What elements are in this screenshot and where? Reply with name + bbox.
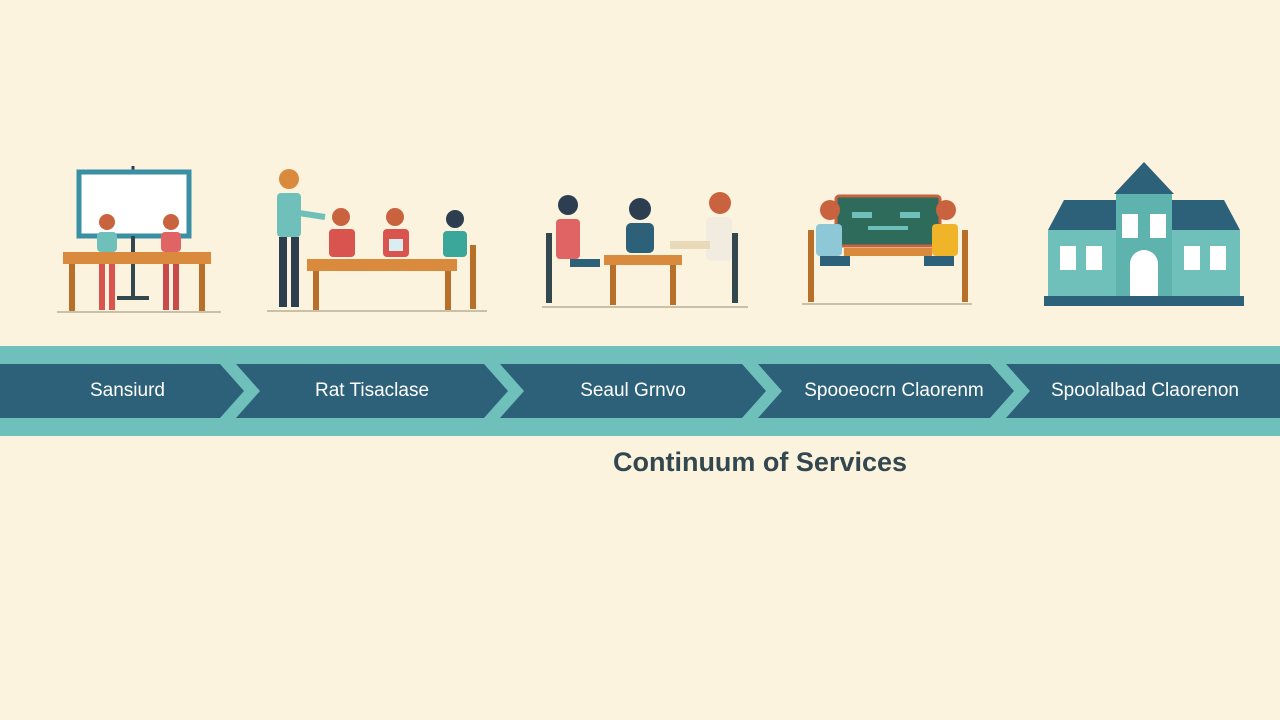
school-building-illustration (1044, 162, 1244, 306)
continuum-arrow-band (0, 346, 1280, 436)
step-label-5: Spoolalbad Claorenon (1050, 380, 1240, 401)
arrow-step-4 (758, 364, 1014, 418)
arrow-step-5 (1006, 364, 1280, 418)
step-label-1: Sansiurd (90, 380, 165, 401)
step-label-4: Spooeocrn Claorenm (804, 380, 984, 401)
step-label-3: Seaul Grnvo (580, 380, 686, 401)
resource-room-screen-illustration (802, 194, 972, 305)
scene-strip (0, 0, 1280, 340)
arrow-step-1 (0, 364, 244, 418)
step-label-2: Rat Tisaclase (314, 380, 430, 401)
small-group-meeting-illustration (542, 192, 748, 308)
diagram-caption: Continuum of Services (612, 447, 908, 477)
teacher-group-table-illustration (267, 169, 487, 312)
arrow-step-3 (500, 364, 766, 418)
arrow-step-2 (236, 364, 508, 418)
classroom-whiteboard-illustration (57, 166, 221, 313)
